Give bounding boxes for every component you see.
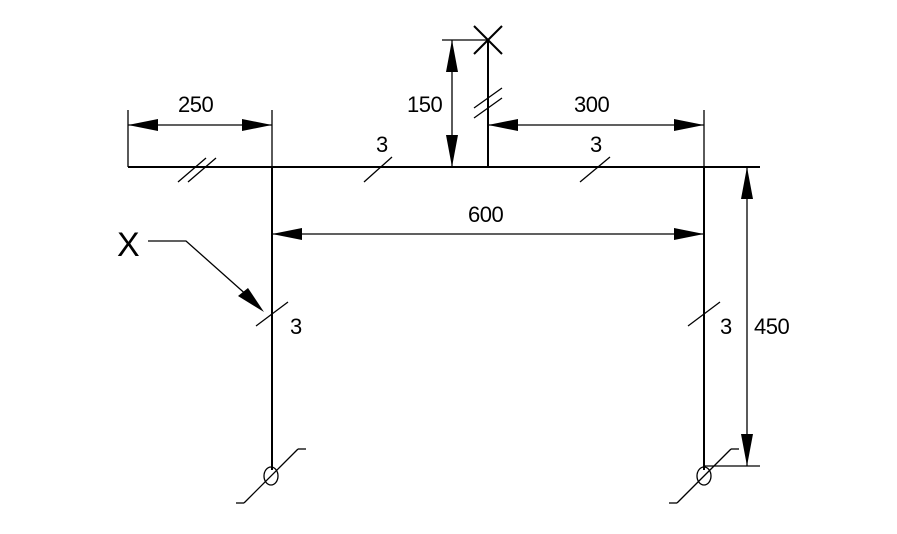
left-support-slash bbox=[243, 448, 299, 504]
overhang-tick-2 bbox=[187, 157, 217, 183]
dim-post-height: 150 bbox=[407, 39, 488, 167]
callout-x-label: X bbox=[117, 226, 140, 264]
right-support bbox=[669, 448, 739, 504]
dim-600-label: 600 bbox=[468, 202, 503, 227]
callout-x-arrowhead bbox=[238, 288, 264, 312]
dim-450-label: 450 bbox=[754, 314, 789, 339]
dim-450-arrow-top bbox=[741, 167, 753, 199]
right-support-pin bbox=[696, 466, 712, 486]
dim-300-arrow-right bbox=[674, 119, 704, 131]
dim-150-label: 150 bbox=[407, 92, 442, 117]
frame-structure bbox=[128, 25, 760, 470]
dim-250-label: 250 bbox=[178, 92, 213, 117]
dim-600-arrow-right bbox=[674, 228, 704, 240]
right-column-size: 3 bbox=[720, 314, 732, 339]
dim-height: 450 bbox=[704, 166, 790, 467]
post-tick-1 bbox=[473, 87, 503, 109]
size-labels: 3 3 3 3 bbox=[290, 132, 733, 339]
beam-left-size: 3 bbox=[376, 132, 388, 157]
overhang-tick-1 bbox=[177, 157, 207, 183]
beam-right-size: 3 bbox=[590, 132, 602, 157]
dim-span: 600 bbox=[272, 202, 704, 240]
dim-250-arrow-left bbox=[128, 119, 158, 131]
callout-x: X bbox=[117, 226, 264, 312]
dim-300-arrow-left bbox=[488, 119, 518, 131]
post-tick-2 bbox=[473, 97, 503, 119]
left-column-tick bbox=[255, 301, 289, 327]
dim-150-arrow-top bbox=[446, 40, 458, 72]
left-support-pin bbox=[263, 466, 279, 486]
dim-600-arrow-left bbox=[272, 228, 302, 240]
right-support-slash bbox=[676, 448, 732, 504]
right-column-tick bbox=[687, 301, 721, 327]
beam-left-tick bbox=[363, 156, 393, 183]
callout-x-leader bbox=[148, 240, 259, 306]
dim-150-arrow-bottom bbox=[446, 135, 458, 167]
dim-300-label: 300 bbox=[574, 92, 609, 117]
dim-right-offset: 300 bbox=[488, 92, 705, 167]
dim-left-overhang: 250 bbox=[127, 92, 273, 167]
beam-right-tick bbox=[579, 156, 611, 183]
dim-250-arrow-right bbox=[242, 119, 272, 131]
size-ticks bbox=[177, 87, 721, 327]
dim-450-arrow-bottom bbox=[741, 434, 753, 466]
left-column-size: 3 bbox=[290, 314, 302, 339]
left-support bbox=[236, 448, 306, 504]
